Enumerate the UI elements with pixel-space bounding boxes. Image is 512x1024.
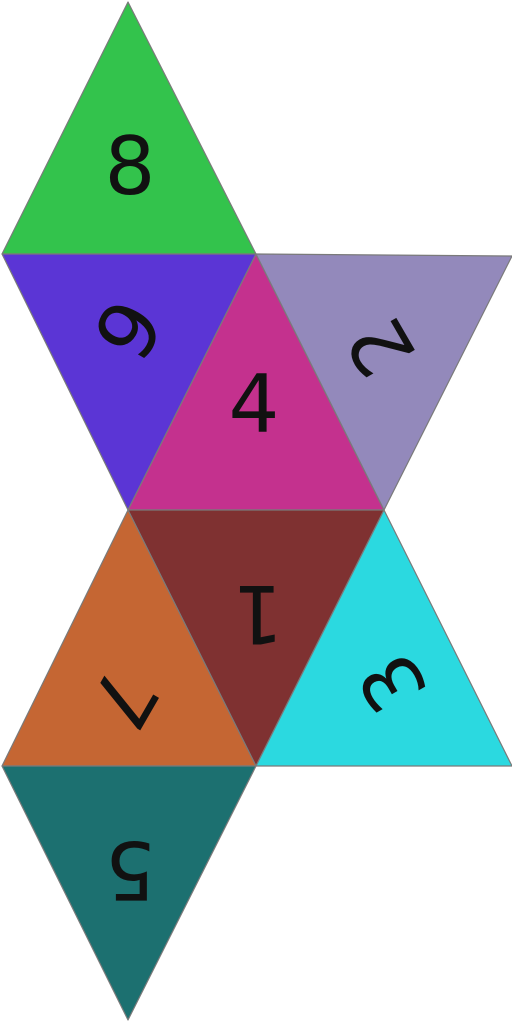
face-1: 1 [127, 509, 385, 767]
face-5-triangle [1, 765, 257, 1021]
face-2-triangle [255, 253, 512, 511]
face-2: 2 [255, 253, 512, 511]
face-3-triangle [255, 509, 512, 767]
face-1-label: 1 [233, 567, 284, 660]
face-8-label: 8 [105, 120, 156, 213]
face-6: 6 [1, 253, 257, 511]
face-5-label: 5 [105, 823, 156, 916]
face-8: 8 [1, 1, 257, 255]
face-4-label: 4 [229, 358, 280, 451]
face-3: 3 [255, 509, 512, 767]
face-7: 7 [1, 509, 257, 767]
face-5: 5 [1, 765, 257, 1021]
